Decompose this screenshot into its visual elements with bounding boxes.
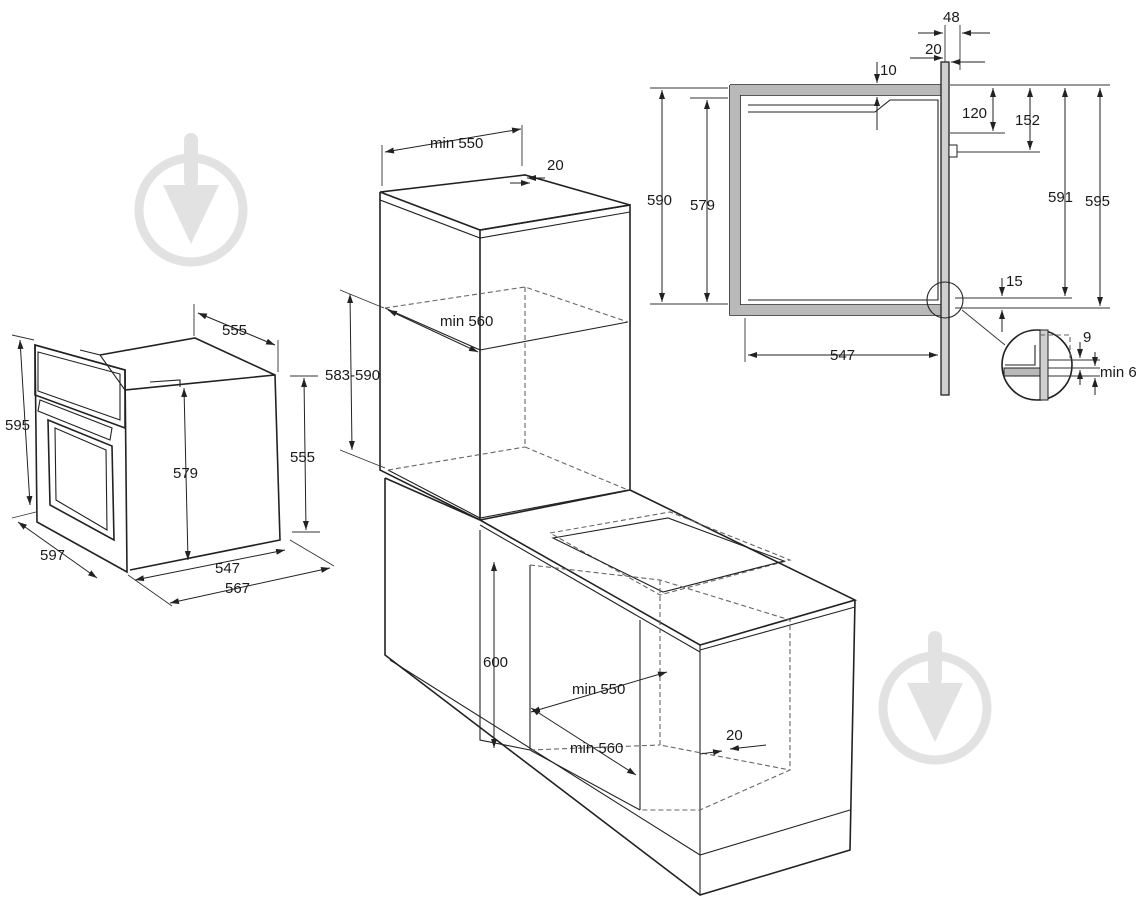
dim-sec-547: 547 <box>830 347 855 364</box>
dim-base-height: 600 <box>483 654 508 671</box>
dim-base-gap: 20 <box>726 727 743 744</box>
dim-oven-depth-567: 567 <box>225 580 250 597</box>
dim-sec-590: 590 <box>647 192 672 209</box>
oven-isometric <box>34 337 281 574</box>
cabinet-isometric <box>379 174 858 896</box>
dim-oven-depth-547: 547 <box>215 560 240 577</box>
watermark-icon-left <box>134 133 248 267</box>
dim-sec-120: 120 <box>962 105 987 122</box>
dim-cab-niche-height: 583-590 <box>325 367 380 384</box>
dim-detail-min6: min 6 <box>1100 364 1137 381</box>
dim-cab-min-width: min 560 <box>440 313 493 330</box>
dim-base-min-width: min 560 <box>570 740 623 757</box>
dim-oven-depth-top: 555 <box>222 322 247 339</box>
dim-sec-579: 579 <box>690 197 715 214</box>
dim-sec-15: 15 <box>1006 273 1023 290</box>
dim-oven-side-height: 555 <box>290 449 315 466</box>
watermark-icon-right <box>878 631 992 765</box>
dim-sec-591: 591 <box>1048 189 1073 206</box>
dim-oven-height: 595 <box>5 417 30 434</box>
dim-sec-595: 595 <box>1085 193 1110 210</box>
dim-sec-152: 152 <box>1015 112 1040 129</box>
section-view <box>729 61 1073 401</box>
dim-oven-width: 597 <box>40 547 65 564</box>
dim-sec-20: 20 <box>925 41 942 58</box>
oven-dimension-lines <box>11 304 335 607</box>
dim-cab-min-depth-top: min 550 <box>430 135 483 152</box>
dim-sec-48: 48 <box>943 9 960 26</box>
dim-oven-inner-height: 579 <box>173 465 198 482</box>
dim-base-min-depth: min 550 <box>572 681 625 698</box>
section-dimension-lines <box>650 25 1110 395</box>
dim-cab-gap-top: 20 <box>547 157 564 174</box>
dim-sec-10: 10 <box>880 62 897 79</box>
dim-detail-9: 9 <box>1083 329 1091 346</box>
cabinet-dimension-lines <box>339 125 767 776</box>
